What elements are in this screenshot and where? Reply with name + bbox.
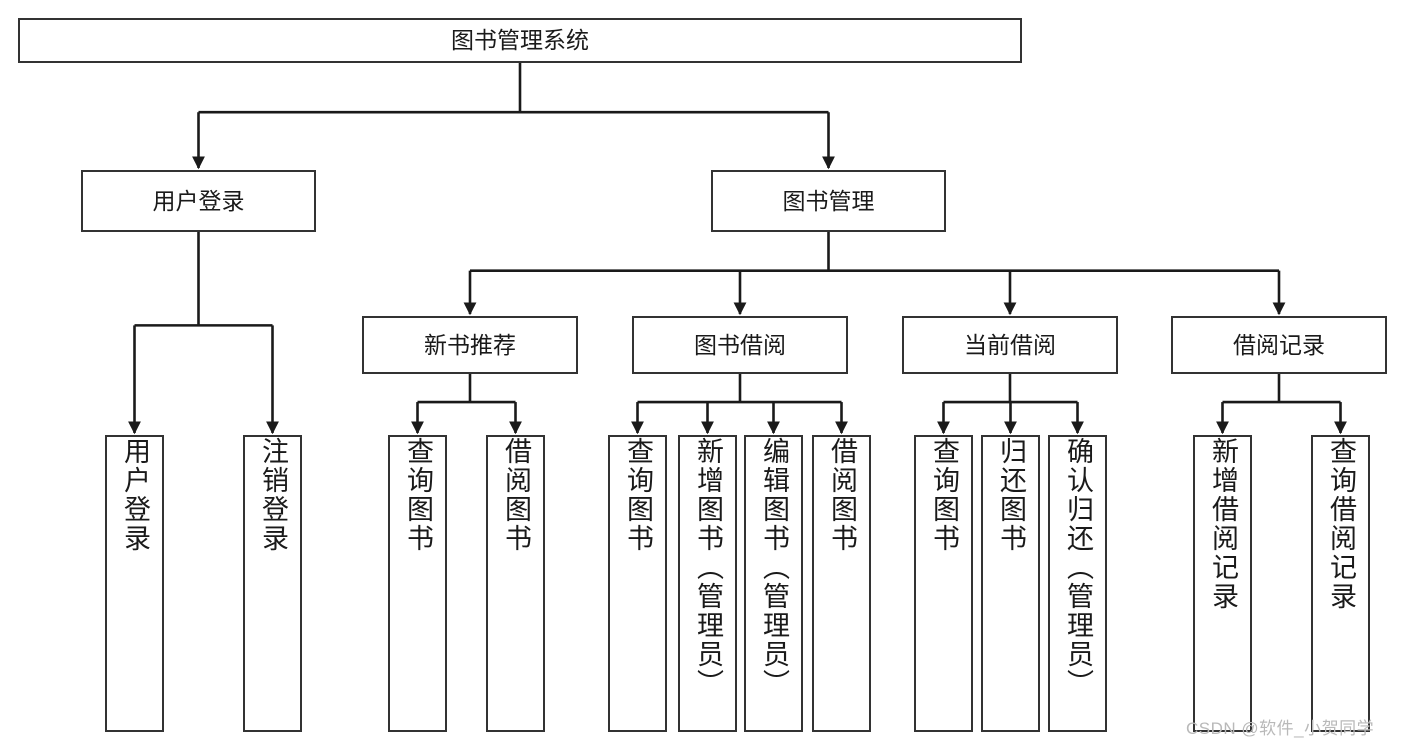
connector-bus-root xyxy=(198,63,829,114)
node-label: 用户登录 xyxy=(152,187,245,214)
connector-bus-book-borrow xyxy=(637,374,842,404)
csdn-watermark: CSDN @软件_小贺同学 xyxy=(1186,719,1375,738)
node-user-login[interactable]: 用户登录 xyxy=(81,170,316,232)
node-new-book-rec[interactable]: 新书推荐 xyxy=(362,316,578,374)
node-book-borrow[interactable]: 图书借阅 xyxy=(632,316,848,374)
node-label: 确认归还（管理员） xyxy=(1063,437,1093,698)
connector-bus-current-borrow xyxy=(943,374,1078,404)
node-leaf-user-logout[interactable]: 注销登录 xyxy=(243,435,302,732)
connector-bus-borrow-record xyxy=(1222,374,1341,404)
node-leaf-rec-add[interactable]: 新增借阅记录 xyxy=(1193,435,1252,732)
node-label: 查询图书 xyxy=(623,437,653,553)
node-book-admin[interactable]: 图书管理 xyxy=(711,170,946,232)
node-leaf-rec-borrow[interactable]: 借阅图书 xyxy=(486,435,545,732)
node-label: 用户登录 xyxy=(120,437,150,553)
connector-bus-new-book-rec xyxy=(417,374,516,404)
connector-bus-user-login xyxy=(134,232,273,327)
node-label: 归还图书 xyxy=(996,437,1026,553)
node-leaf-borrow-lend[interactable]: 借阅图书 xyxy=(812,435,871,732)
node-label: 图书管理系统 xyxy=(451,27,589,54)
node-root[interactable]: 图书管理系统 xyxy=(18,18,1022,63)
node-leaf-borrow-add[interactable]: 新增图书（管理员） xyxy=(678,435,737,732)
node-leaf-cur-return[interactable]: 归还图书 xyxy=(981,435,1040,732)
node-label: 新增借阅记录 xyxy=(1208,437,1238,611)
node-borrow-record[interactable]: 借阅记录 xyxy=(1171,316,1387,374)
node-label: 借阅记录 xyxy=(1233,331,1325,358)
node-label: 新增图书（管理员） xyxy=(693,437,723,698)
node-label: 图书管理 xyxy=(782,187,875,214)
node-leaf-cur-confirm[interactable]: 确认归还（管理员） xyxy=(1048,435,1107,732)
node-label: 编辑图书（管理员） xyxy=(759,437,789,698)
connector-bus-book-admin xyxy=(470,232,1279,272)
node-leaf-borrow-query[interactable]: 查询图书 xyxy=(608,435,667,732)
node-label: 查询图书 xyxy=(403,437,433,553)
node-leaf-user-login[interactable]: 用户登录 xyxy=(105,435,164,732)
node-label: 查询图书 xyxy=(929,437,959,553)
node-label: 借阅图书 xyxy=(827,437,857,553)
node-label: 查询借阅记录 xyxy=(1326,437,1356,611)
node-label: 图书借阅 xyxy=(694,331,786,358)
node-leaf-cur-query[interactable]: 查询图书 xyxy=(914,435,973,732)
node-label: 当前借阅 xyxy=(964,331,1056,358)
node-leaf-rec-query2[interactable]: 查询借阅记录 xyxy=(1311,435,1370,732)
node-label: 注销登录 xyxy=(258,437,288,553)
node-current-borrow[interactable]: 当前借阅 xyxy=(902,316,1118,374)
node-leaf-rec-query[interactable]: 查询图书 xyxy=(388,435,447,732)
node-label: 借阅图书 xyxy=(501,437,531,553)
node-label: 新书推荐 xyxy=(424,331,516,358)
node-leaf-borrow-edit[interactable]: 编辑图书（管理员） xyxy=(744,435,803,732)
